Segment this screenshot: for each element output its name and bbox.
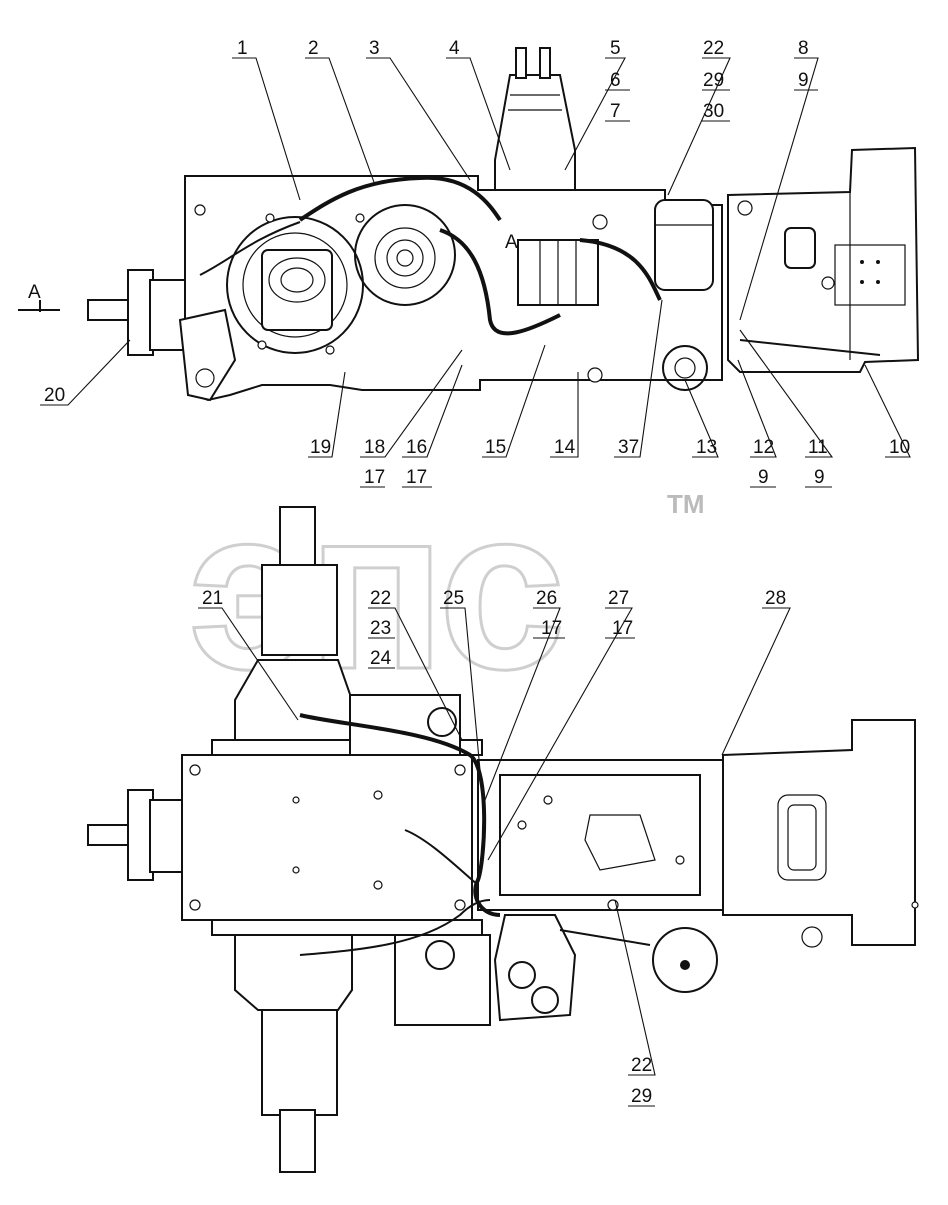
callout-1: 1 bbox=[237, 38, 248, 59]
callout-17-b: 17 bbox=[406, 467, 427, 488]
axle-top bbox=[279, 506, 316, 568]
pto-shaft bbox=[87, 824, 134, 846]
callout-12: 12 bbox=[753, 437, 774, 458]
callout-24: 24 bbox=[370, 648, 392, 669]
callout-6: 6 bbox=[610, 70, 621, 91]
callout-15: 15 bbox=[485, 437, 506, 458]
callout-17-a: 17 bbox=[364, 467, 385, 488]
housing-bolts bbox=[194, 200, 880, 383]
watermark-tm: TM bbox=[667, 489, 705, 519]
plan-pipe-1 bbox=[299, 713, 501, 917]
control-box-bottom bbox=[394, 934, 491, 1026]
callout-9-a: 9 bbox=[758, 467, 769, 488]
callout-8: 8 bbox=[798, 38, 809, 59]
hydraulic-pipe-2 bbox=[439, 228, 561, 336]
drain-plug bbox=[801, 926, 823, 948]
callout-labels-top: 1 2 3 4 5 6 7 22 29 30 8 9 20 19 18 17 1… bbox=[44, 38, 910, 488]
callout-11: 11 bbox=[808, 437, 828, 458]
callout-22-top: 22 bbox=[703, 38, 724, 59]
section-label: A bbox=[28, 282, 41, 303]
callout-21: 21 bbox=[202, 588, 223, 609]
callout-20: 20 bbox=[44, 385, 65, 406]
hydraulic-pipe-3 bbox=[579, 238, 662, 301]
callout-19: 19 bbox=[310, 437, 331, 458]
pump-housing bbox=[354, 204, 456, 306]
hydraulic-pipe-1 bbox=[298, 175, 502, 222]
control-rod bbox=[739, 339, 881, 356]
callout-22-mid: 22 bbox=[370, 588, 391, 609]
callout-17-d: 17 bbox=[612, 618, 633, 639]
axle-flange-top bbox=[261, 564, 338, 656]
plan-view-assembly bbox=[87, 506, 919, 1173]
callout-29-bottom: 29 bbox=[631, 1086, 652, 1107]
callout-5: 5 bbox=[610, 38, 621, 59]
callout-10: 10 bbox=[889, 437, 910, 458]
callout-26: 26 bbox=[536, 588, 557, 609]
oil-filter bbox=[654, 199, 714, 291]
callout-29-top: 29 bbox=[703, 70, 724, 91]
gear-housing-circle bbox=[226, 216, 364, 354]
callout-37: 37 bbox=[618, 437, 639, 458]
callout-7: 7 bbox=[610, 101, 621, 122]
callout-9-top: 9 bbox=[798, 70, 809, 91]
callout-3: 3 bbox=[369, 38, 380, 59]
mount-bracket bbox=[178, 308, 237, 402]
callout-18: 18 bbox=[364, 437, 385, 458]
leader-lines bbox=[40, 57, 911, 1107]
callout-27: 27 bbox=[608, 588, 629, 609]
rear-housing bbox=[727, 146, 920, 373]
sight-gauge bbox=[662, 345, 708, 391]
view-label: A bbox=[505, 232, 518, 253]
lever-boot bbox=[494, 74, 576, 191]
output-shaft bbox=[87, 299, 134, 321]
callout-28: 28 bbox=[765, 588, 786, 609]
callout-23: 23 bbox=[370, 618, 391, 639]
callout-14: 14 bbox=[554, 437, 576, 458]
output-flange bbox=[127, 269, 154, 356]
axle-flange-bottom bbox=[261, 1009, 338, 1116]
side-view-assembly: A A bbox=[18, 47, 920, 402]
filler-cap bbox=[784, 227, 816, 269]
axle-bottom bbox=[279, 1109, 316, 1173]
gearbox-body bbox=[181, 754, 473, 921]
callout-2: 2 bbox=[308, 38, 319, 59]
callout-22-bottom: 22 bbox=[631, 1055, 652, 1076]
callout-25: 25 bbox=[443, 588, 464, 609]
callout-labels-bottom: 21 22 23 24 25 26 17 27 17 28 22 29 bbox=[202, 588, 786, 1107]
gear-cover bbox=[261, 249, 333, 331]
middle-housing bbox=[477, 759, 724, 911]
callout-30: 30 bbox=[703, 101, 724, 122]
callout-17-c: 17 bbox=[541, 618, 562, 639]
callout-16: 16 bbox=[406, 437, 427, 458]
callout-13: 13 bbox=[696, 437, 717, 458]
hydraulic-pump bbox=[493, 914, 577, 1022]
callout-9-b: 9 bbox=[814, 467, 825, 488]
callout-4: 4 bbox=[449, 38, 460, 59]
plan-bolts bbox=[189, 764, 919, 911]
rear-housing-plan bbox=[722, 719, 916, 946]
